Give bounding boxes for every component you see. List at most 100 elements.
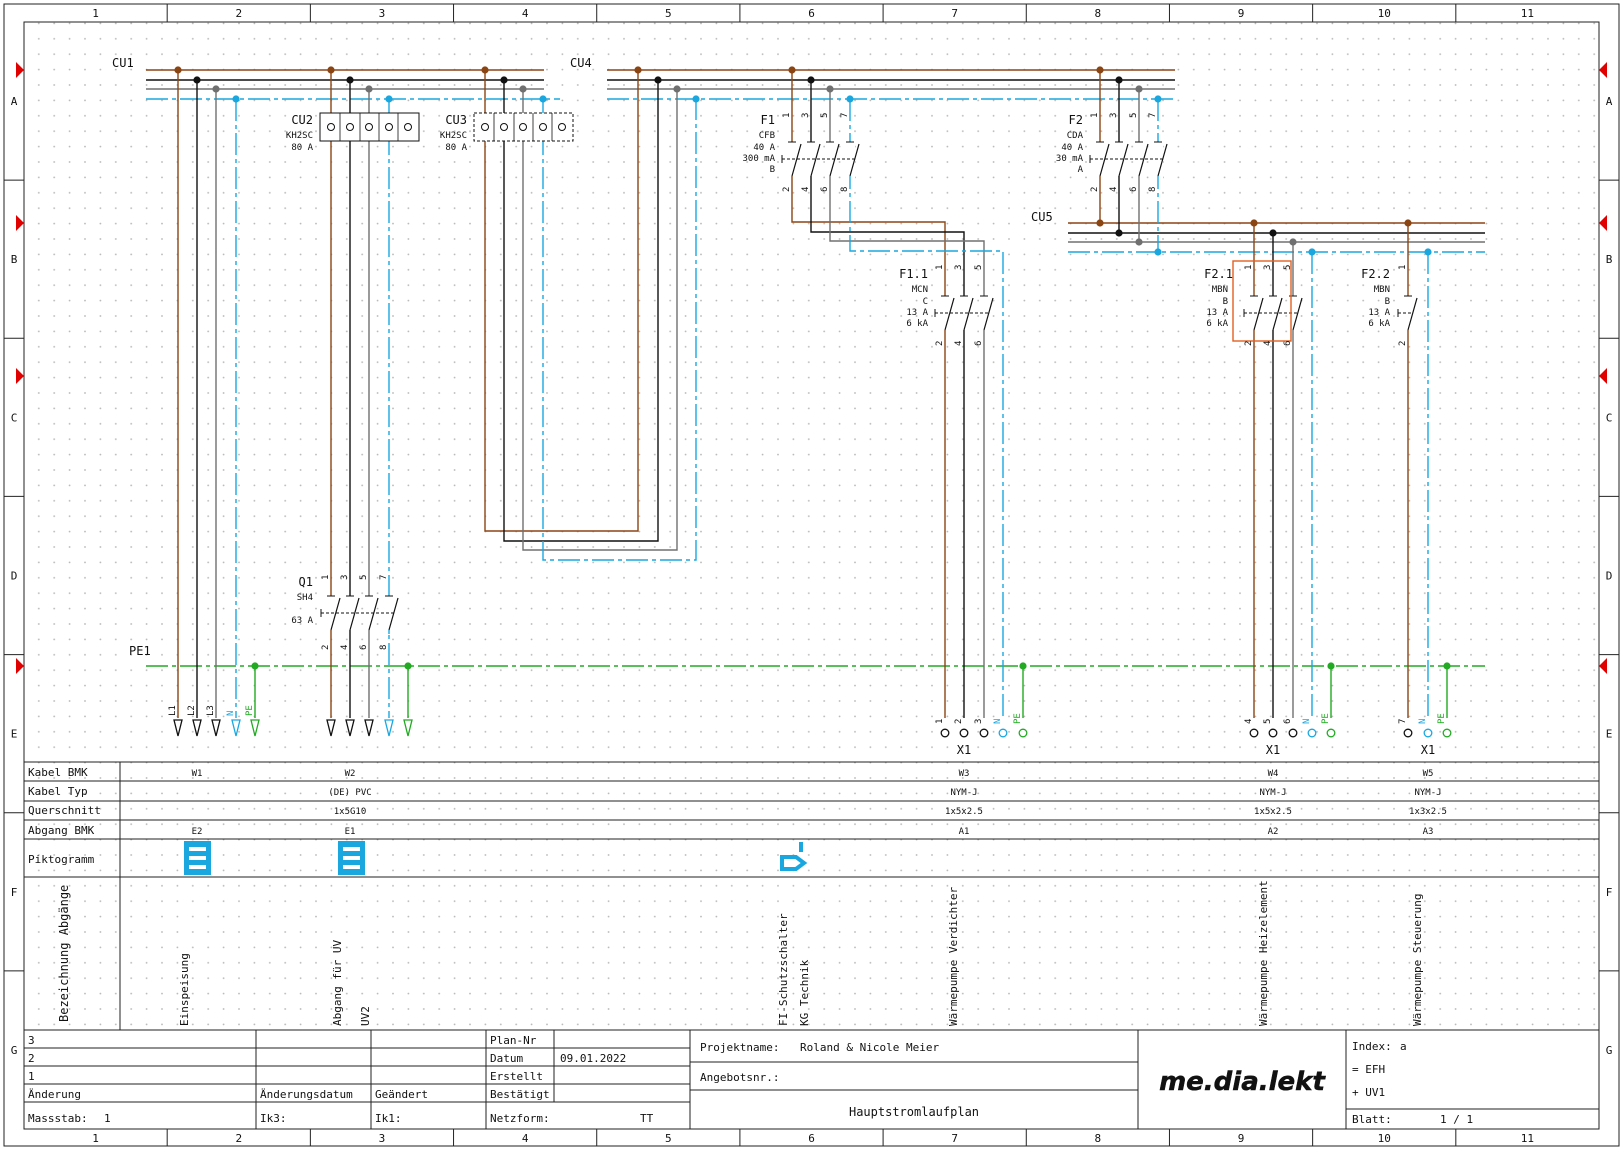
row-label-left: E: [11, 728, 18, 741]
junction-dot: [1115, 229, 1123, 237]
svg-text:Q1: Q1: [299, 575, 313, 589]
pin-number: 2: [1398, 341, 1408, 346]
junction-dot: [365, 85, 373, 93]
cell-w4-abgang: A2: [1268, 827, 1279, 837]
junction-dot: [692, 95, 700, 103]
terminal-clamp: [1018, 728, 1028, 738]
row-label-left: C: [11, 411, 18, 424]
svg-text:13 A: 13 A: [1368, 308, 1390, 318]
cell-w2-qs: 1x5G10: [334, 807, 367, 817]
terminal-arrow: [326, 719, 336, 737]
cu2-label: CU2 KH2SC 80 A: [286, 113, 314, 153]
row-label-right: E: [1606, 728, 1613, 741]
rev-3: 3: [28, 1034, 35, 1047]
junction-dot: [634, 66, 642, 74]
cell-w5-abgang: A3: [1423, 827, 1434, 837]
junction-dot: [1443, 662, 1451, 670]
pin-number: 1: [1398, 265, 1408, 270]
bez-einspeisung: Einspeisung: [178, 953, 191, 1026]
plan-title: Hauptstromlaufplan: [849, 1105, 979, 1119]
cell-w4-bmk: W4: [1268, 769, 1279, 779]
row-label-right: F: [1606, 886, 1613, 899]
row-markers: [16, 62, 1607, 674]
junction-dot: [788, 66, 796, 74]
svg-text:40 A: 40 A: [753, 143, 775, 153]
distribution-board-icon: [184, 841, 211, 875]
terminal-label: PE: [1321, 713, 1331, 724]
pin-number: 5: [820, 113, 830, 118]
rev-1: 1: [28, 1070, 35, 1083]
terminal-label: PE: [1013, 713, 1023, 724]
index-label: Index:: [1352, 1040, 1392, 1053]
bez-wp-verdichter: Wärmepumpe Verdichter: [947, 887, 960, 1026]
blatt-label: Blatt:: [1352, 1113, 1392, 1126]
netzform-label: Netzform:: [490, 1112, 550, 1125]
angebotsnr-label: Angebotsnr.:: [700, 1071, 779, 1084]
cable-table-cells: W1 W2 W3 W4 W5 (DE) PVC NYM-J NYM-J NYM-…: [192, 769, 1447, 837]
row-label-right: A: [1606, 95, 1613, 108]
svg-text:80 A: 80 A: [291, 143, 313, 153]
junction-dot: [1019, 662, 1027, 670]
terminal-clamp: [1307, 728, 1317, 738]
bestaetigt-label: Bestätigt: [490, 1088, 550, 1101]
terminal-clamp: [959, 728, 969, 738]
cu3-label: CU3 KH2SC 80 A: [440, 113, 468, 153]
junction-dot: [174, 66, 182, 74]
terminal-label: N: [226, 711, 236, 716]
cu2-terminal-block: [319, 112, 420, 142]
svg-text:F2: F2: [1069, 113, 1083, 127]
junction-dot: [1269, 229, 1277, 237]
efh-label: = EFH: [1352, 1063, 1385, 1076]
pin-number: 8: [840, 187, 850, 192]
junction-dot: [1308, 248, 1316, 256]
table-header-abgang-bmk: Abgang BMK: [28, 824, 95, 837]
pin-number: 1: [1090, 113, 1100, 118]
col-label-top: 1: [92, 7, 99, 20]
f21-label: F2.1 MBN B 13 A 6 kA: [1204, 267, 1233, 329]
pin-number: 7: [840, 113, 850, 118]
pin-number: 7: [379, 575, 389, 580]
svg-text:F1: F1: [761, 113, 775, 127]
svg-text:63 A: 63 A: [291, 616, 313, 626]
col-label-bottom: 2: [235, 1132, 242, 1145]
terminal-clamp: [1268, 728, 1278, 738]
svg-text:A: A: [1078, 165, 1084, 175]
cell-w4-qs: 1x5x2.5: [1254, 807, 1292, 817]
f2-label: F2 CDA 40 A 30 mA A: [1056, 113, 1084, 175]
switch-symbols: [320, 138, 1418, 634]
svg-text:F2.2: F2.2: [1361, 267, 1390, 281]
terminal-label: L3: [206, 705, 216, 716]
cu3-loop-wires: [484, 70, 697, 561]
terminal-label: 4: [1244, 719, 1254, 724]
svg-text:30 mA: 30 mA: [1056, 154, 1084, 164]
f11-label: F1.1 MCN C 13 A 6 kA: [899, 267, 928, 329]
terminal-label: 5: [1263, 719, 1273, 724]
svg-text:B: B: [770, 165, 775, 175]
svg-text:C: C: [923, 297, 928, 307]
junction-dot: [1250, 219, 1258, 227]
cell-w2-abgang: E1: [345, 827, 356, 837]
junction-dot: [1135, 238, 1143, 246]
junction-dot: [654, 76, 662, 84]
pin-number: 8: [1148, 187, 1158, 192]
massstab-label: Massstab:: [28, 1112, 88, 1125]
terminal-arrow: [211, 719, 221, 737]
terminal-clamp: [1326, 728, 1336, 738]
ik3-label: Ik3:: [260, 1112, 287, 1125]
junction-dot: [826, 85, 834, 93]
junction-dots: [174, 66, 1451, 670]
row-label-right: D: [1606, 570, 1613, 583]
terminal-arrow: [231, 719, 241, 737]
column-ticks: [4, 4, 1619, 1146]
terminal-label: N: [1418, 719, 1428, 724]
pin-number: 5: [1129, 113, 1139, 118]
junction-dot: [807, 76, 815, 84]
netzform-value: TT: [640, 1112, 654, 1125]
svg-text:MCN: MCN: [912, 285, 928, 295]
svg-text:F1.1: F1.1: [899, 267, 928, 281]
svg-text:13 A: 13 A: [1206, 308, 1228, 318]
col-label-top: 8: [1095, 7, 1102, 20]
junction-dot: [1404, 219, 1412, 227]
junction-dot: [1154, 248, 1162, 256]
